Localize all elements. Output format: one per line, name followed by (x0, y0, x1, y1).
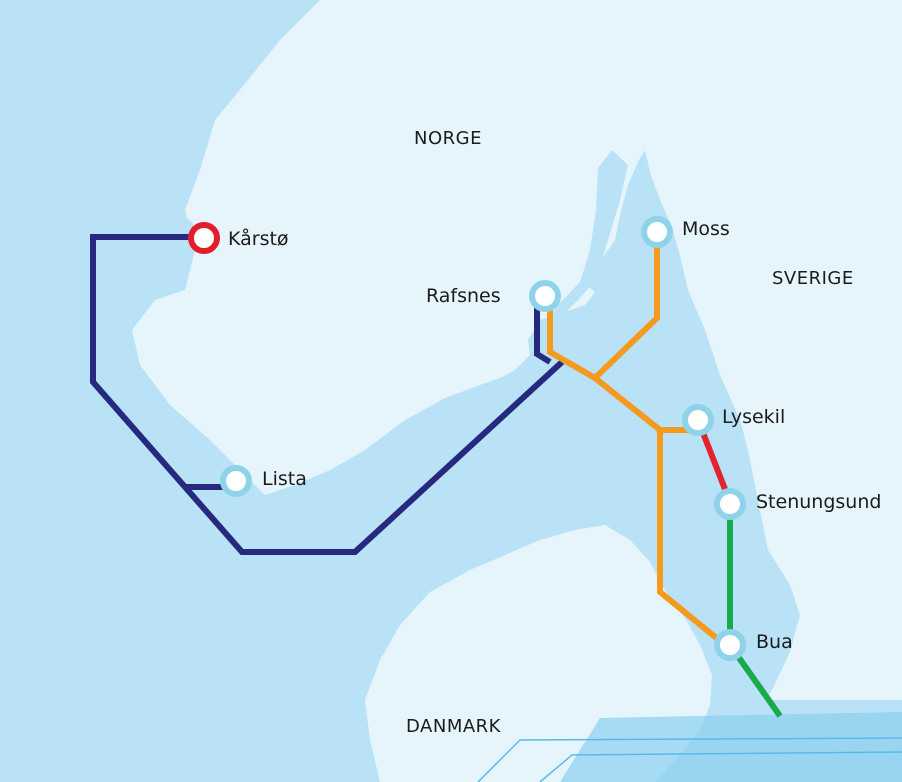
country-denmark: DANMARK (406, 716, 502, 737)
decor-waves (477, 712, 902, 782)
station-lista-marker (220, 465, 252, 497)
station-moss-marker (641, 216, 673, 248)
station-rafsnes-marker (529, 280, 561, 312)
route-navy-rafsnes (534, 302, 552, 365)
station-karsto-marker (188, 222, 220, 254)
decor-line-2 (539, 751, 902, 782)
route-orange-main (547, 302, 727, 648)
station-bua-marker (714, 629, 746, 661)
label-rafsnes: Rafsnes (426, 285, 501, 307)
country-labels: NORGE SVERIGE DANMARK (406, 128, 854, 737)
land-danish-islands (430, 728, 505, 782)
label-karsto: Kårstø (228, 227, 289, 250)
decor-band-1 (560, 712, 902, 782)
land-norway (132, 0, 902, 700)
station-stenungsund-marker (714, 488, 746, 520)
stations (188, 216, 746, 661)
country-norway: NORGE (414, 128, 482, 149)
label-lista: Lista (262, 468, 307, 490)
label-lysekil: Lysekil (722, 406, 785, 428)
decor-line-1 (477, 737, 902, 782)
label-stenungsund: Stenungsund (756, 491, 881, 513)
oslofjord (530, 150, 628, 385)
country-sweden: SVERIGE (772, 268, 854, 289)
route-orange-moss (592, 232, 660, 381)
station-lysekil-marker (682, 404, 714, 436)
land-islands (205, 312, 280, 392)
route-navy-main (90, 234, 565, 555)
station-labels: Kårstø Lista Rafsnes Moss Lysekil Stenun… (228, 218, 881, 653)
label-moss: Moss (682, 218, 730, 240)
label-bua: Bua (756, 631, 793, 653)
